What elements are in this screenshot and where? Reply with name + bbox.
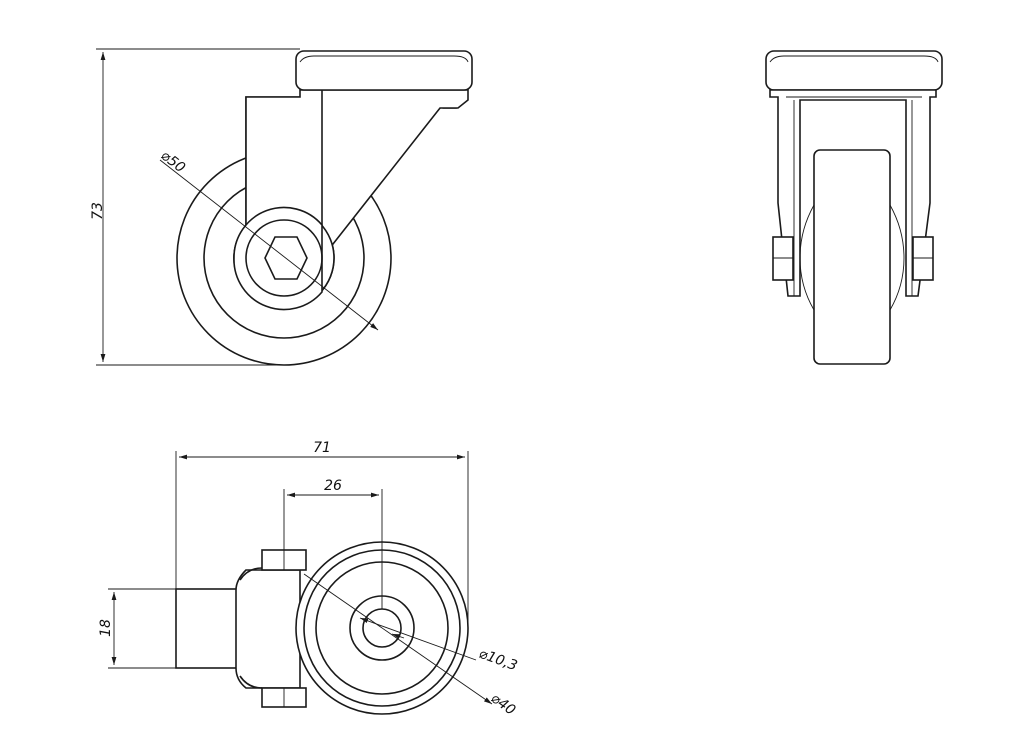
side-view: 73 ⌀50 <box>90 48 473 366</box>
top-view: 71 26 18 ⌀10,3 ⌀40 <box>98 440 519 719</box>
front-axle-left <box>772 236 794 281</box>
hub-diameter-label: ⌀40 <box>488 690 519 718</box>
front-view <box>765 50 943 365</box>
front-top-plate <box>765 50 943 91</box>
bore-diameter-leader <box>359 617 477 661</box>
front-axle-right <box>912 236 934 281</box>
front-wheel <box>813 149 891 365</box>
overall-width-label: 71 <box>313 440 331 456</box>
bore-diameter-label: ⌀10,3 <box>477 646 520 675</box>
height-dimension-label: 73 <box>90 202 106 220</box>
wheel-diameter-label: ⌀50 <box>158 148 189 177</box>
side-top-plate <box>295 50 473 91</box>
wheel-diameter-leader <box>159 159 379 331</box>
bolt-spacing-label: 26 <box>324 478 342 494</box>
plate-width-label: 18 <box>98 619 114 637</box>
hub-diameter-leader <box>303 573 493 705</box>
top-plate-side <box>175 588 247 669</box>
top-fork-body <box>235 569 301 689</box>
